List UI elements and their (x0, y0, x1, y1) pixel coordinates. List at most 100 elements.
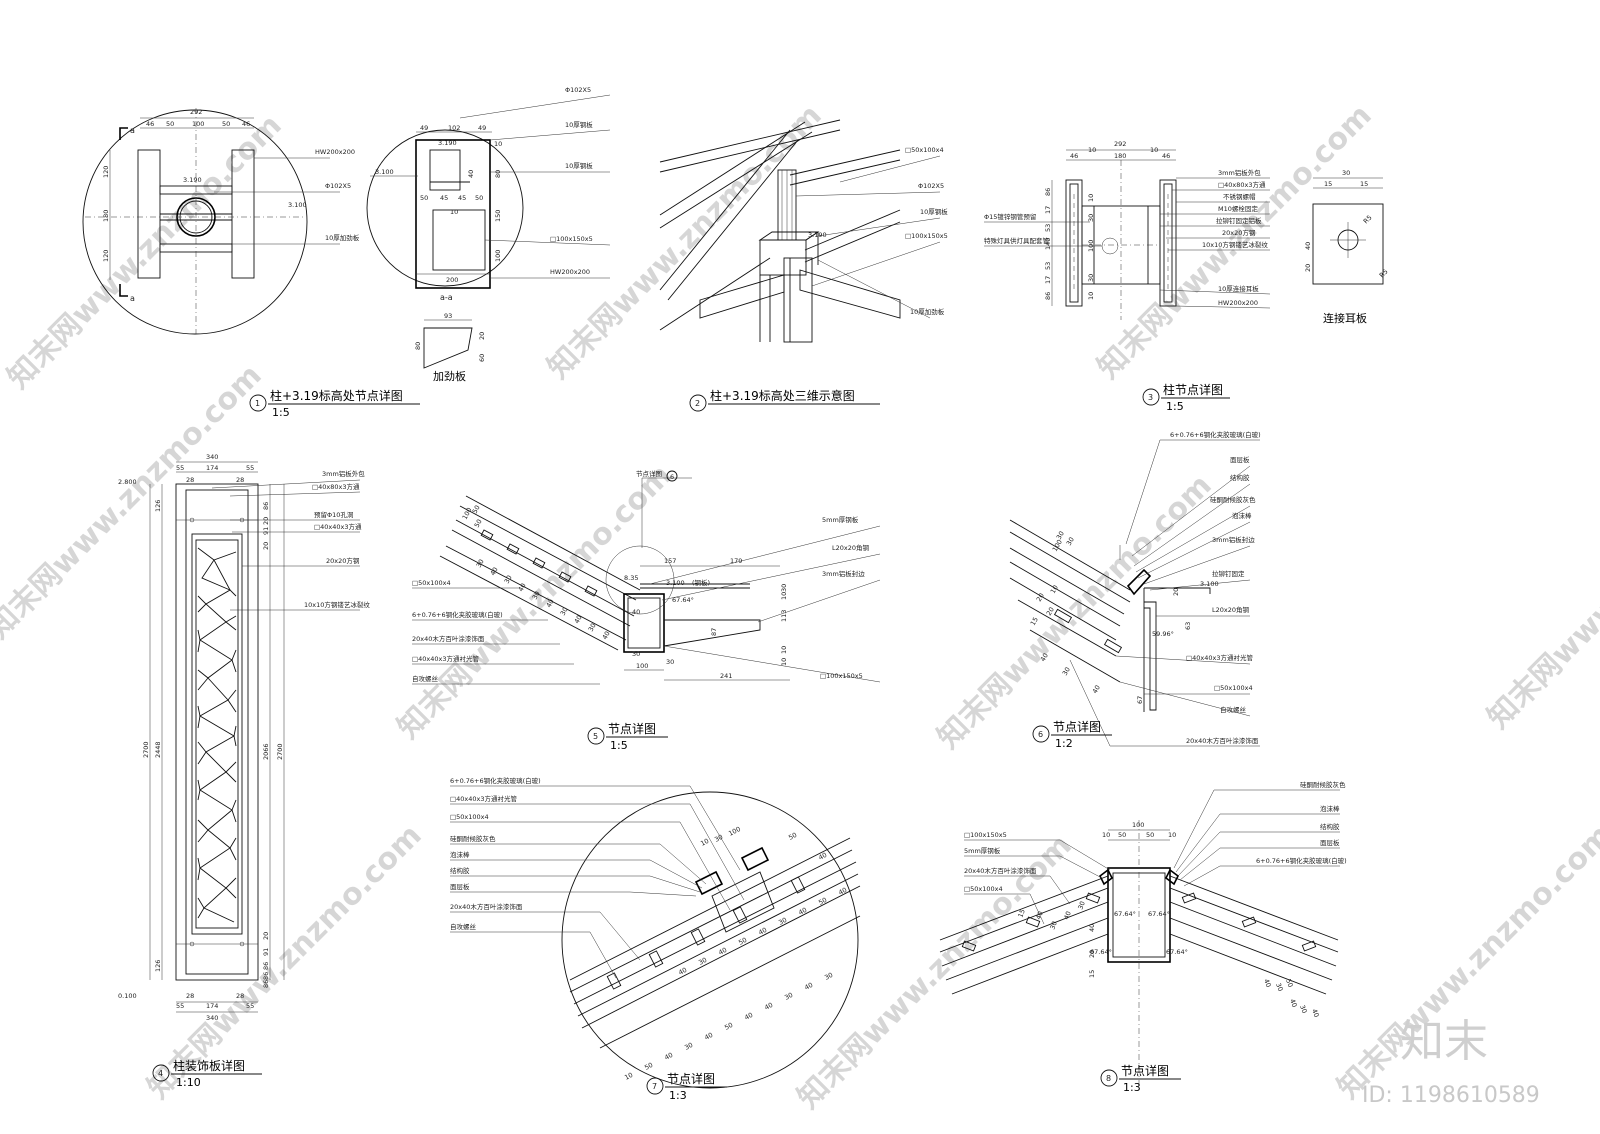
callout-label: 20x40木方百叶涂漆饰面 (1186, 736, 1259, 745)
dim-label: 2700 (276, 743, 284, 760)
dim-label: 30 (780, 584, 788, 592)
title-scale: 1:3 (1123, 1081, 1141, 1094)
dim-label: 46 (242, 120, 250, 128)
callout-label: L20x20角钢 (1212, 605, 1250, 614)
title-number: 6 (1038, 730, 1043, 739)
dim-label: 50 (817, 896, 828, 907)
dim-label: 86 (262, 502, 270, 510)
angle-label: 67.64° (1114, 910, 1136, 918)
brand-watermark: 知末 ID: 1198610589 (1362, 1016, 1540, 1108)
title-number: 5 (593, 732, 598, 741)
dim-label: 50 (643, 1061, 654, 1072)
dim-label: 55 (176, 1002, 184, 1010)
dim-label: 45 (440, 194, 448, 202)
callout-label: M10螺栓固定 (1218, 204, 1258, 213)
dim-label: 40 (1310, 1008, 1320, 1019)
dim-label: 20 (1035, 592, 1046, 603)
dim-label: 10 (780, 646, 788, 654)
level-label: 3.100 (375, 168, 394, 176)
dim-label: 91 (262, 527, 270, 535)
dim-label: 10 (1049, 584, 1060, 595)
dim-label: 180 (102, 210, 110, 222)
callout-label: 泡沫棒 (450, 850, 470, 859)
title-number: 1 (255, 399, 260, 408)
dim-label: 30 (823, 971, 834, 982)
dim-label: 10 (1150, 146, 1158, 154)
sub-view-title: 连接耳板 (1323, 311, 1367, 325)
dim-label: 40 (743, 1011, 754, 1022)
callout-label: 面层板 (1230, 455, 1250, 464)
dim-label: 40 (1288, 998, 1298, 1009)
dim-label: 17 (1044, 276, 1052, 284)
dim-label: 180 (1114, 152, 1126, 160)
callout-label: 5mm厚钢板 (822, 515, 859, 524)
dim-label: 40 (703, 1031, 714, 1042)
dim-label: 40 (1304, 242, 1312, 250)
callout-label: 节点详图 (636, 469, 662, 478)
dim-label: 100 (727, 825, 742, 838)
dim-label: 20 (478, 332, 486, 340)
section-mark: a (130, 126, 135, 135)
detail-8-node: 100 10 50 50 10 15 40 30 40 30 40 20 15 … (939, 780, 1347, 1090)
detail-aa-section: 49 102 49 10 50 45 45 50 10 40 80 150 20… (366, 86, 611, 383)
dim-label: 50 (723, 1021, 734, 1032)
callout-label: □100x150x5 (905, 232, 948, 240)
dim-label: 40 (467, 170, 475, 178)
watermark-text: 知末网www.znzmo.com (931, 468, 1219, 756)
dim-label: 30 (503, 574, 514, 585)
callout-label: 硅酮耐候胶灰色 (450, 834, 496, 843)
dim-label: 40 (1062, 910, 1072, 921)
title-text: 节点详图 (1121, 1063, 1169, 1078)
dim-label: 15 (1360, 180, 1368, 188)
dim-label: 340 (206, 453, 218, 461)
dim-label: 53 (1044, 262, 1052, 270)
dim-label: 30 (1087, 274, 1095, 282)
dim-label: 340 (206, 1014, 218, 1022)
dim-label: 30 (1061, 666, 1072, 677)
callout-label: 结构胶 (450, 866, 470, 875)
dim-label: 2700 (142, 741, 150, 758)
dim-label: 2448 (154, 741, 162, 758)
angle-label: 67.64° (672, 596, 694, 604)
dim-label: R5 (1378, 268, 1390, 280)
dim-label: 30 (1087, 214, 1095, 222)
dim-label: 20 (1172, 588, 1180, 596)
detail-titles: 1 柱+3.19标高处节点详图 1:5 2 柱+3.19标高处三维示意图 3 柱… (152, 382, 1230, 1102)
dim-label: 50 (1118, 831, 1126, 839)
watermark-text: 知末网www.znzmo.com (391, 458, 679, 746)
dim-label: 10 (450, 208, 458, 216)
dim-label: 30 (777, 916, 788, 927)
dim-label: 200 (446, 276, 458, 284)
dim-label: 93 (444, 312, 452, 320)
callout-label: □50x100x4 (450, 813, 489, 821)
callout-label: 结构胶 (1320, 822, 1340, 831)
title-scale: 1:5 (1166, 400, 1184, 413)
dim-label: 30 (587, 622, 598, 633)
callout-label: 自攻螺丝 (412, 674, 439, 683)
title-scale: 1:10 (176, 1076, 201, 1089)
dim-label: 60 (478, 354, 486, 362)
dim-label: 15 (1324, 180, 1332, 188)
dim-label: 40 (763, 1001, 774, 1012)
dim-label: 40 (517, 582, 528, 593)
dim-label: 40 (1034, 910, 1044, 921)
detail-7-node: 10 50 40 30 40 50 40 40 30 40 30 40 30 4… (450, 776, 861, 1089)
brand-logo: 知末 (1400, 1016, 1488, 1067)
dim-label: 40 (837, 886, 848, 897)
title-scale: 1:2 (1055, 737, 1073, 750)
dim-label: 50 (475, 194, 483, 202)
dim-label: 10 (494, 140, 502, 148)
callout-label: 10厚加劲板 (910, 307, 945, 316)
dim-label: 55 (246, 464, 254, 472)
dim-label: 28 (186, 992, 194, 1000)
callout-label: 20x40木方百叶涂漆饰面 (412, 634, 485, 643)
callout-label: 6+0.76+6钢化夹胶玻璃(白玻) (1170, 430, 1261, 439)
callout-label: Φ15镀锌钢管预留 (984, 212, 1036, 221)
dim-label: 50 (1284, 978, 1294, 989)
dim-label: 30 (683, 1041, 694, 1052)
dim-label: 292 (190, 108, 202, 116)
dim-label: 87 (710, 628, 718, 636)
callout-label: □50x100x4 (964, 885, 1003, 893)
detail-1-plan: a a 292 46 50 100 50 46 120 180 120 3.19… (82, 108, 360, 335)
